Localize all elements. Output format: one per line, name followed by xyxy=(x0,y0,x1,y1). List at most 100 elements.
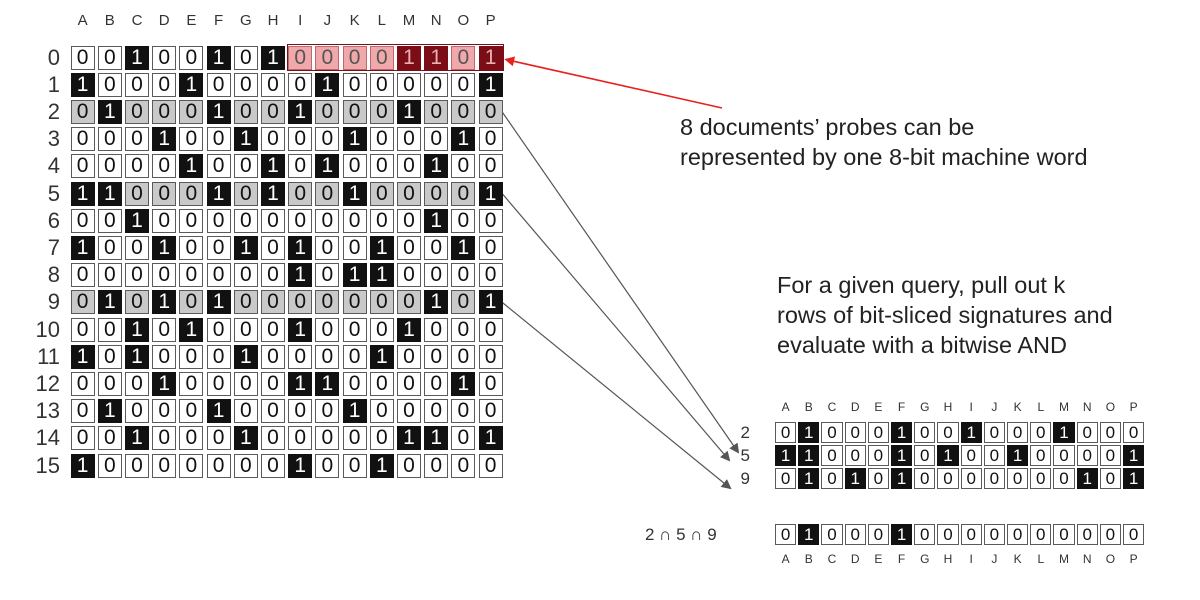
result-bit-cell: 0 xyxy=(775,524,797,545)
bit-cell: 1 xyxy=(342,263,367,288)
column-label: O xyxy=(457,11,470,29)
column-label: I xyxy=(298,11,303,29)
bit-cell: 0 xyxy=(260,426,286,451)
word-note-line-2: represented by one 8-bit machine word xyxy=(680,143,1088,170)
result-column-label: I xyxy=(969,552,973,566)
bit-cell: 0 xyxy=(70,208,95,233)
slice-bit-cell: 1 xyxy=(844,468,866,489)
slice-bit-cell: 0 xyxy=(914,445,936,466)
bit-cell: 0 xyxy=(206,208,231,233)
bit-cell: 0 xyxy=(478,127,503,152)
result-bit-cell: 0 xyxy=(914,524,936,545)
slice-bit-cell: 0 xyxy=(1007,422,1029,443)
bit-cell: 0 xyxy=(424,127,449,152)
bit-cell: 0 xyxy=(369,154,394,179)
bit-cell: 1 xyxy=(288,371,313,397)
slice-column-label: B xyxy=(804,400,813,414)
bit-cell: 0 xyxy=(260,127,286,152)
bit-cell: 0 xyxy=(70,426,95,451)
row-label: 11 xyxy=(37,343,60,369)
bit-cell: 0 xyxy=(124,263,150,288)
bit-cell: 0 xyxy=(260,208,286,233)
bit-cell: 0 xyxy=(179,181,204,206)
slice-column-label: H xyxy=(943,400,953,414)
slice-bit-cell: 0 xyxy=(937,468,959,489)
bit-cell: 0 xyxy=(233,99,258,125)
bit-cell: 0 xyxy=(70,127,95,152)
bit-cell: 0 xyxy=(260,290,286,315)
bit-cell: 0 xyxy=(70,99,95,125)
bit-cell: 0 xyxy=(97,72,122,97)
result-column-label: O xyxy=(1105,552,1116,566)
bit-cell: 0 xyxy=(152,453,177,478)
bit-cell: 0 xyxy=(315,235,340,261)
bit-cell: 1 xyxy=(233,344,258,369)
bit-cell: 0 xyxy=(369,290,394,315)
slice-bit-cell: 0 xyxy=(775,468,797,489)
column-label: L xyxy=(377,11,386,29)
bit-cell: 0 xyxy=(396,181,422,206)
bit-cell: 1 xyxy=(315,371,340,397)
bit-cell: 0 xyxy=(288,72,313,97)
slice-bit-cell: 0 xyxy=(914,468,936,489)
bit-cell: 0 xyxy=(315,263,340,288)
bit-cell: 1 xyxy=(424,208,449,233)
bit-cell: 1 xyxy=(260,154,286,179)
bit-cell: 1 xyxy=(124,426,150,451)
bit-cell: 0 xyxy=(396,154,422,179)
column-label: B xyxy=(104,11,115,29)
bit-cell: 0 xyxy=(260,371,286,397)
column-label: A xyxy=(77,11,88,29)
bit-cell: 0 xyxy=(288,208,313,233)
bit-cell: 0 xyxy=(152,72,177,97)
column-label: D xyxy=(158,11,170,29)
row-label: 12 xyxy=(35,370,60,396)
bit-cell: 0 xyxy=(97,263,122,288)
bit-cell: 0 xyxy=(206,371,231,397)
slice-bit-cell: 1 xyxy=(1123,468,1145,489)
bit-cell: 0 xyxy=(342,371,367,397)
bit-cell: 0 xyxy=(233,371,258,397)
bit-cell: 1 xyxy=(369,263,394,288)
column-label: H xyxy=(267,11,279,29)
slice-column-label: D xyxy=(850,400,860,414)
bit-cell: 0 xyxy=(206,72,231,97)
bit-cell: 0 xyxy=(233,45,258,70)
slice-bit-cell: 0 xyxy=(1099,422,1121,443)
bit-cell: 0 xyxy=(396,290,422,315)
bit-cell: 0 xyxy=(451,72,476,97)
bit-cell: 0 xyxy=(260,263,286,288)
slice-column-label: C xyxy=(827,400,837,414)
bit-cell: 1 xyxy=(233,426,258,451)
bit-cell: 0 xyxy=(315,290,340,315)
bit-cell: 1 xyxy=(97,399,122,424)
query-note: For a given query, pull out k rows of bi… xyxy=(777,271,1113,361)
bit-cell: 1 xyxy=(424,45,449,70)
bit-cell: 0 xyxy=(342,45,367,70)
slice-column-label: P xyxy=(1129,400,1138,414)
result-column-label: L xyxy=(1037,552,1045,566)
bit-cell: 0 xyxy=(206,317,231,342)
bit-cell: 1 xyxy=(124,344,150,369)
bit-cell: 1 xyxy=(233,235,258,261)
bit-cell: 0 xyxy=(478,399,503,424)
bit-cell: 0 xyxy=(206,127,231,152)
bit-cell: 1 xyxy=(396,426,422,451)
result-column-label: J xyxy=(991,552,998,566)
bit-cell: 0 xyxy=(315,127,340,152)
slice-bit-cell: 1 xyxy=(960,422,982,443)
bit-cell: 0 xyxy=(315,45,340,70)
bit-cell: 0 xyxy=(342,426,367,451)
bit-cell: 0 xyxy=(179,99,204,125)
bit-cell: 1 xyxy=(70,235,95,261)
bit-cell: 0 xyxy=(97,235,122,261)
slice-bit-cell: 0 xyxy=(1030,422,1052,443)
column-label: E xyxy=(186,11,197,29)
slice-bit-cell: 0 xyxy=(983,468,1005,489)
bit-cell: 0 xyxy=(424,235,449,261)
query-note-line-2: rows of bit-sliced signatures and xyxy=(777,301,1113,328)
row-label: 7 xyxy=(47,234,60,260)
bit-cell: 0 xyxy=(315,426,340,451)
bit-cell: 0 xyxy=(179,344,204,369)
slice-bit-cell: 1 xyxy=(1076,468,1098,489)
